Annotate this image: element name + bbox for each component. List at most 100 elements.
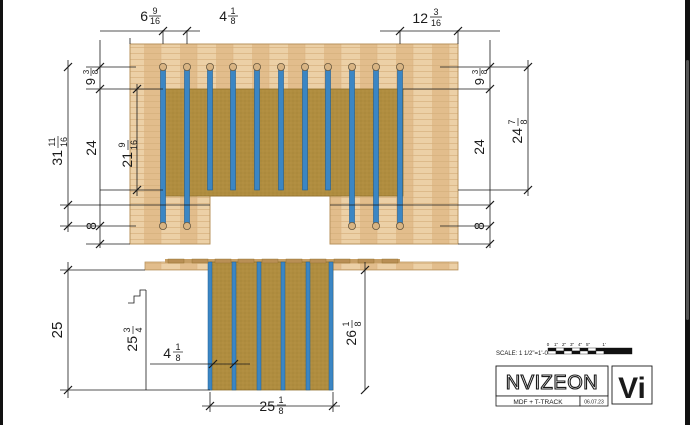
date-label: 06.07.23 bbox=[584, 400, 604, 406]
brand-logo-text: NVIZEON bbox=[506, 372, 598, 394]
dim-right-8-whole: 8 bbox=[471, 222, 487, 230]
dim-left-9-3-8: 9 3 8 bbox=[82, 68, 100, 85]
t-track-slot bbox=[349, 66, 355, 227]
dim-4-1-8-num: 1 bbox=[230, 6, 235, 16]
dim-front-25-1-8-den: 8 bbox=[278, 406, 283, 416]
front-t-track bbox=[256, 261, 262, 391]
scale-bar-cell bbox=[595, 350, 605, 355]
window-edge-left bbox=[0, 0, 3, 425]
dim-right-24: 24 bbox=[471, 139, 487, 155]
dim-left-8-whole: 8 bbox=[83, 222, 99, 230]
date-box bbox=[579, 395, 609, 407]
t-track-end-hole bbox=[182, 221, 191, 230]
t-track-end-hole bbox=[347, 63, 356, 72]
t-track-slot bbox=[254, 66, 260, 191]
dim-right-24-7-8: 24 7 8 bbox=[507, 118, 529, 144]
dim-inner-21-9-16-num: 9 bbox=[117, 142, 127, 147]
front-view: 25 25 3 4 26 1 8 4 1 8 25 1 8 bbox=[49, 258, 459, 416]
dim-front-26-1-8: 26 1 8 bbox=[341, 320, 363, 346]
front-top-board bbox=[261, 258, 279, 264]
dim-inner-21-9-16-whole: 21 bbox=[119, 152, 135, 168]
scale-bar-cell bbox=[571, 350, 581, 355]
front-top-board bbox=[309, 258, 327, 264]
dim-right-24-whole: 24 bbox=[471, 139, 487, 155]
scale-bar-cell bbox=[555, 347, 565, 352]
front-t-track bbox=[280, 261, 286, 391]
front-t-track bbox=[207, 261, 213, 391]
scale-bar-foot bbox=[603, 347, 633, 355]
dim-left-9-3-8-whole: 9 bbox=[83, 78, 98, 85]
front-view-mdf-block bbox=[209, 261, 334, 391]
dim-right-9-3-8-num: 3 bbox=[471, 69, 480, 74]
front-view-t-tracks bbox=[167, 258, 399, 391]
t-track-end-hole bbox=[252, 63, 261, 72]
front-t-track bbox=[305, 261, 311, 391]
brand-box bbox=[495, 365, 609, 397]
dim-front-25-3-4-num: 3 bbox=[122, 327, 132, 332]
dim-front-25-whole: 25 bbox=[49, 322, 66, 339]
t-track-end-hole bbox=[371, 63, 380, 72]
dim-right-9-3-8-whole: 9 bbox=[472, 78, 487, 85]
dim-front-25-3-4-den: 4 bbox=[134, 327, 144, 332]
scale-tick-label: 0 bbox=[547, 342, 550, 347]
scale-bar-cell bbox=[547, 347, 557, 352]
dim-6-9-16-whole: 6 bbox=[140, 8, 148, 24]
t-track-end-hole bbox=[276, 63, 285, 72]
scrollbar-thumb[interactable] bbox=[686, 60, 689, 320]
dim-front-4-1-8-whole: 4 bbox=[163, 345, 171, 361]
dim-left-31-11-16-whole: 31 bbox=[49, 150, 65, 166]
t-track-end-hole bbox=[395, 221, 404, 230]
t-track-slot bbox=[184, 66, 190, 227]
scale-tick-label: 1' bbox=[602, 342, 606, 347]
front-top-board bbox=[214, 258, 232, 264]
scale-bar-cell bbox=[587, 350, 597, 355]
t-track-end-hole bbox=[395, 63, 404, 72]
top-view-extension-lines bbox=[60, 30, 528, 245]
scale-bar-cell bbox=[563, 347, 573, 352]
scale-label: SCALE: 1 1/2"=1'-0" bbox=[496, 351, 550, 357]
dim-front-26-1-8-den: 8 bbox=[353, 321, 363, 326]
t-track-end-hole bbox=[205, 63, 214, 72]
top-view-dimension-lines bbox=[63, 26, 533, 249]
scale-tick-label: 4" bbox=[578, 342, 583, 347]
t-track-slot bbox=[373, 66, 379, 227]
dim-left-31-11-16-num: 11 bbox=[47, 137, 57, 146]
dim-right-24-7-8-num: 7 bbox=[507, 119, 517, 124]
dim-right-8: 8 bbox=[471, 222, 487, 230]
dim-left-24: 24 bbox=[83, 140, 99, 156]
t-track-slot bbox=[325, 66, 331, 191]
scale-bar-cell bbox=[595, 347, 605, 352]
dim-front-25-1-8-num: 1 bbox=[278, 395, 283, 405]
dim-left-9-3-8-den: 8 bbox=[91, 69, 100, 74]
front-top-board bbox=[381, 258, 399, 264]
t-track-end-hole bbox=[228, 63, 237, 72]
dim-12-3-16-num: 3 bbox=[433, 7, 438, 17]
dim-right-24-7-8-den: 8 bbox=[519, 119, 529, 124]
t-track-slot bbox=[397, 66, 403, 227]
dim-right-9-3-8: 9 3 8 bbox=[471, 68, 489, 85]
front-top-board bbox=[191, 258, 209, 264]
dim-front-25-1-8-whole: 25 bbox=[259, 398, 275, 414]
scale-bar-cell bbox=[563, 350, 573, 355]
t-track-slot bbox=[160, 66, 166, 227]
dim-12-3-16-whole: 12 bbox=[412, 10, 428, 26]
dim-left-24-whole: 24 bbox=[83, 140, 99, 156]
t-track-end-hole bbox=[300, 63, 309, 72]
front-t-track bbox=[231, 261, 237, 391]
t-track-slot bbox=[207, 66, 213, 191]
dim-inner-21-9-16: 21 9 16 bbox=[117, 140, 139, 168]
dim-front-26-1-8-whole: 26 bbox=[343, 330, 359, 346]
monogram-box bbox=[611, 365, 653, 405]
t-track-slot bbox=[278, 66, 284, 191]
scale-tick-label: 3" bbox=[570, 342, 575, 347]
front-top-board bbox=[167, 258, 185, 264]
scale-bar-cell bbox=[555, 350, 565, 355]
front-view-dimension-lines bbox=[60, 262, 370, 412]
dim-right-24-7-8-whole: 24 bbox=[509, 128, 525, 144]
scale-bar-cell bbox=[547, 350, 557, 355]
top-view-t-tracks bbox=[158, 63, 404, 230]
t-track-end-hole bbox=[347, 221, 356, 230]
